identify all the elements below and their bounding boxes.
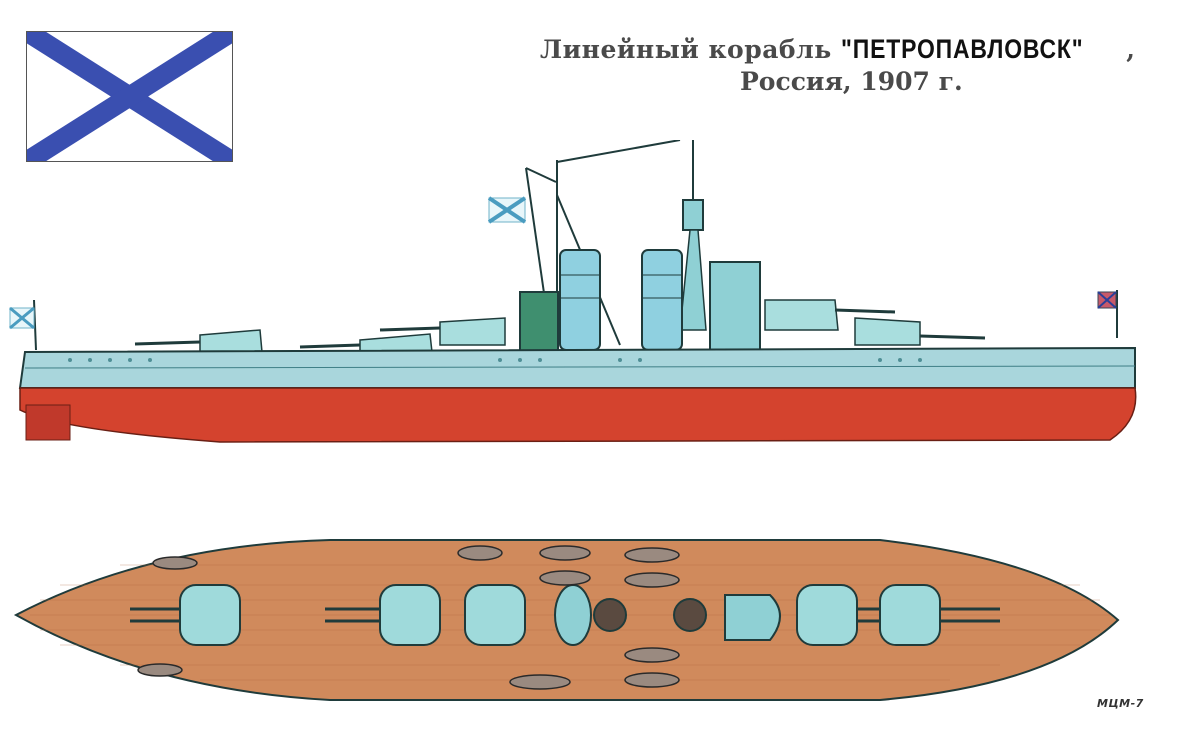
lower-hull <box>19 387 1137 443</box>
artist-mark: МЦМ-7 <box>1097 697 1144 710</box>
title-suffix: , <box>1126 35 1136 64</box>
plan-turrets <box>179 584 941 646</box>
title-prefix: Линейный корабль <box>540 35 841 64</box>
ship-name: "ПЕТРОПАВЛОВСК" <box>840 34 1084 64</box>
ship-side-profile <box>9 140 1137 443</box>
title-line-1: Линейный корабль "ПЕТРОПАВЛОВСК", <box>540 34 1140 65</box>
title-line-2: Россия, 1907 г. <box>740 67 963 96</box>
title-block: Линейный корабль "ПЕТРОПАВЛОВСК", Россия… <box>540 34 1140 96</box>
ship-deck-plan <box>13 539 1120 701</box>
mast-flag <box>487 196 527 224</box>
turrets <box>134 299 986 355</box>
st-andrews-flag <box>26 31 233 162</box>
